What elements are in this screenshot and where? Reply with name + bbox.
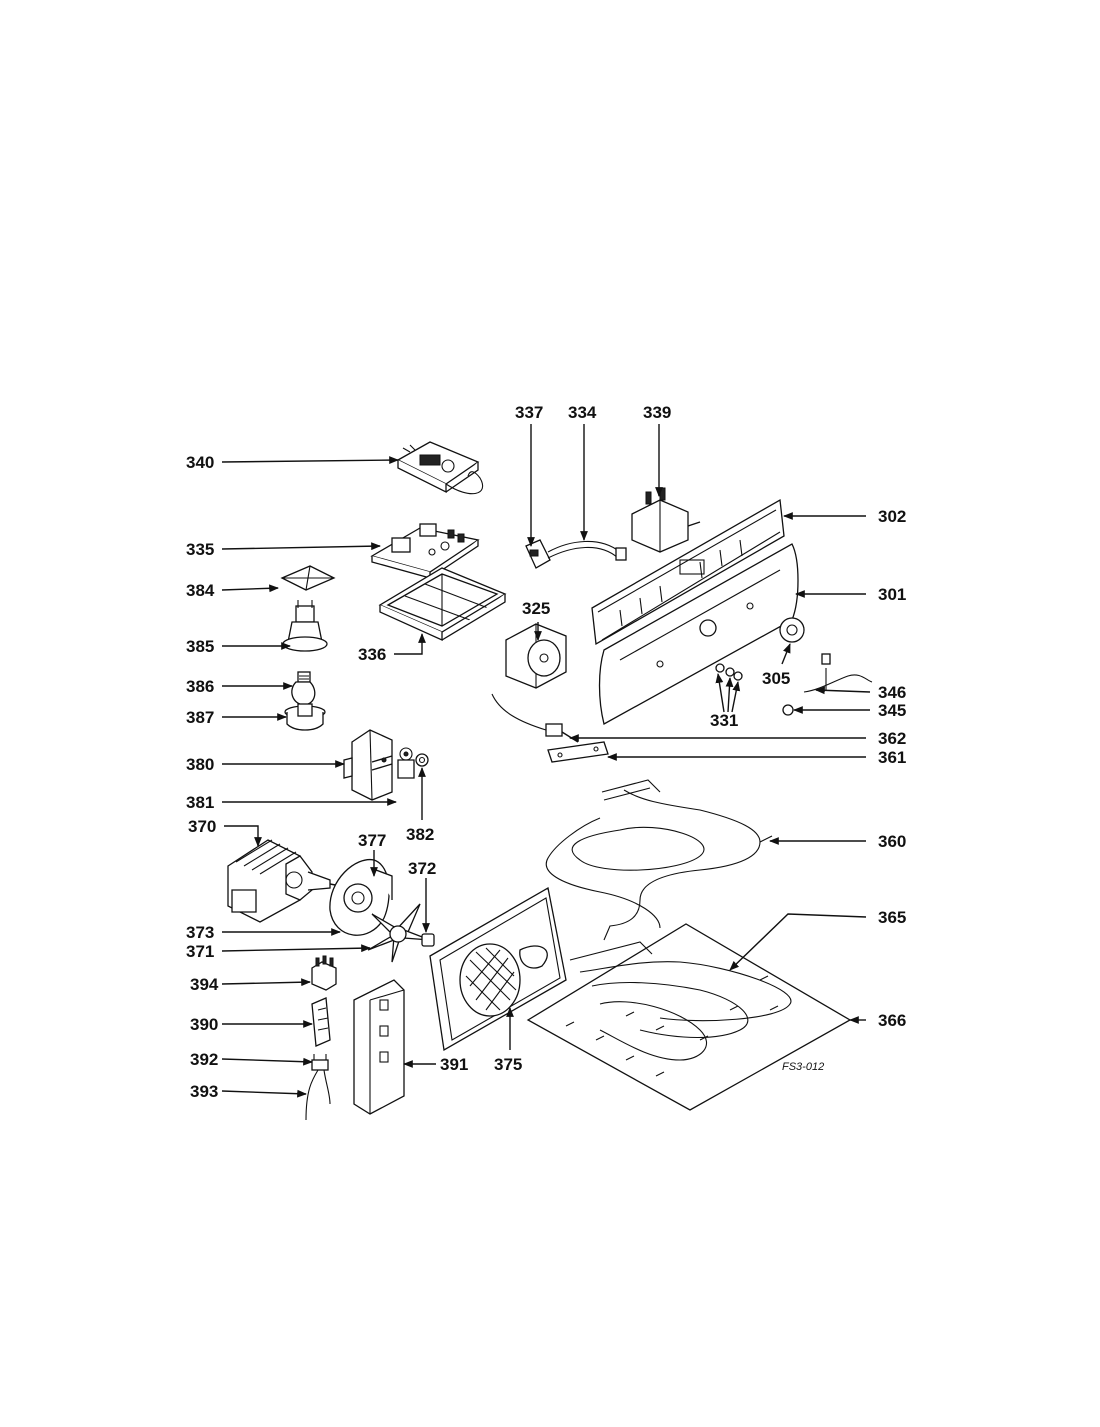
label-381: 381 [186,793,214,812]
label-373: 373 [186,923,214,942]
label-337: 337 [515,403,543,422]
label-340: 340 [186,453,214,472]
part-375-fan-cover [429,886,567,1052]
label-346: 346 [878,683,906,702]
part-371-fan-blade [367,903,431,963]
part-382-nut [415,753,429,767]
part-337-switch [525,539,551,569]
part-372-nut [421,933,435,947]
label-305: 305 [762,669,790,688]
label-336: 336 [358,645,386,664]
part-390-strip [311,997,331,1047]
part-384-diffuser [280,565,336,591]
part-305-knob [779,617,805,643]
label-335: 335 [186,540,214,559]
part-392-connector [311,1054,329,1071]
part-366-bottom-plate [526,923,852,1111]
label-360: 360 [878,832,906,851]
label-370: 370 [188,817,216,836]
part-394-terminal [311,955,337,991]
label-386: 386 [186,677,214,696]
label-393: 393 [190,1082,218,1101]
label-372: 372 [408,859,436,878]
part-335-circuit-board [370,523,480,579]
part-302-panel-back [591,498,785,646]
part-labels: 340 335 384 336 385 386 387 380 381 382 … [186,403,906,1101]
part-340-module [396,441,484,495]
label-345: 345 [878,701,906,720]
leader-lines [221,424,871,1098]
label-380: 380 [186,755,214,774]
part-325-clock [505,623,567,689]
label-382: 382 [406,825,434,844]
label-392: 392 [190,1050,218,1069]
label-339: 339 [643,403,671,422]
label-362: 362 [878,729,906,748]
part-393-cable [305,1069,331,1121]
label-385: 385 [186,637,214,656]
label-301: 301 [878,585,906,604]
part-370-fan-motor [227,839,363,923]
part-365-lower-element: FS3-012 [569,941,824,1073]
part-380-timer [343,729,393,801]
part-386-bulb [291,671,316,706]
label-302: 302 [878,507,906,526]
figure-code: FS3-012 [782,1061,824,1073]
label-365: 365 [878,908,906,927]
part-385-lamp-holder [282,600,328,652]
part-334-harness [547,540,627,561]
label-366: 366 [878,1011,906,1030]
label-387: 387 [186,708,214,727]
part-361-plate [547,741,609,763]
part-362-probe [491,693,579,743]
label-325: 325 [522,599,550,618]
label-377: 377 [358,831,386,850]
part-336-tray [378,567,507,642]
label-331: 331 [710,711,738,730]
part-387-lamp-base [284,703,326,731]
label-384: 384 [186,581,215,600]
label-394: 394 [190,975,219,994]
label-391: 391 [440,1055,468,1074]
part-339-selector [631,487,701,553]
part-381-clip [397,747,415,779]
part-345-nut [782,704,794,716]
part-331-screws [715,663,743,681]
label-361: 361 [878,748,906,767]
part-346-wire [803,653,873,693]
label-375: 375 [494,1055,522,1074]
label-334: 334 [568,403,597,422]
part-391-bracket [353,979,405,1115]
part-360-grill-element [545,779,773,941]
label-371: 371 [186,942,214,961]
label-390: 390 [190,1015,218,1034]
